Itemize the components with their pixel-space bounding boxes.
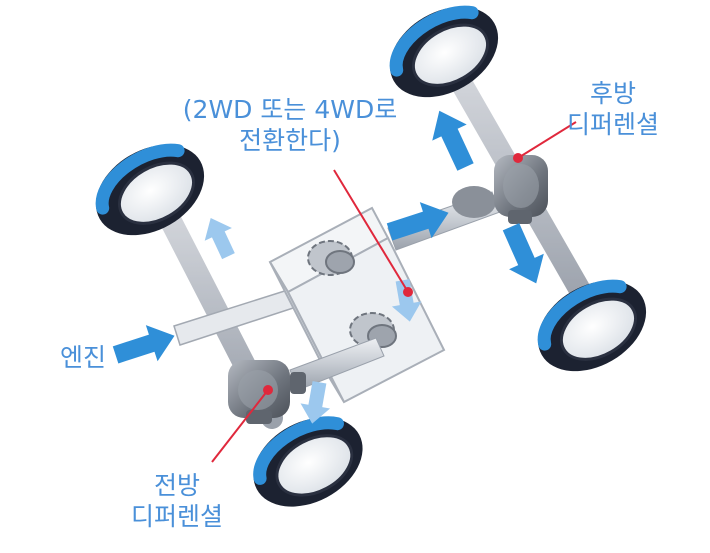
switch-label-line2: 전환한다) [239, 126, 341, 155]
rear-diff-label: 후방 디퍼렌셜 [548, 78, 678, 140]
front-diff-leader [211, 385, 273, 463]
front-diff-label-line1: 전방 [153, 471, 200, 500]
front-axle-up-arrow [197, 211, 243, 263]
front-differential [228, 360, 306, 424]
switch-label-line1: (2WD 또는 4WD로 [182, 95, 398, 124]
rear-right-wheel [522, 262, 662, 389]
front-diff-label: 전방 디퍼렌셜 [112, 470, 242, 532]
upper-gear [307, 240, 355, 276]
engine-input-arrow [109, 317, 181, 373]
rear-diff-label-line2: 디퍼렌셜 [566, 110, 659, 139]
switch-leader [333, 169, 413, 297]
rear-diff-leader [513, 121, 577, 163]
engine-label: 엔진 [59, 343, 106, 372]
rear-diff-label-line1: 후방 [589, 79, 636, 108]
switch-label: (2WD 또는 4WD로 전환한다) [150, 94, 430, 156]
lower-gear [349, 312, 397, 348]
rear-differential [452, 155, 548, 224]
front-diff-label-line2: 디퍼렌셜 [130, 502, 223, 531]
